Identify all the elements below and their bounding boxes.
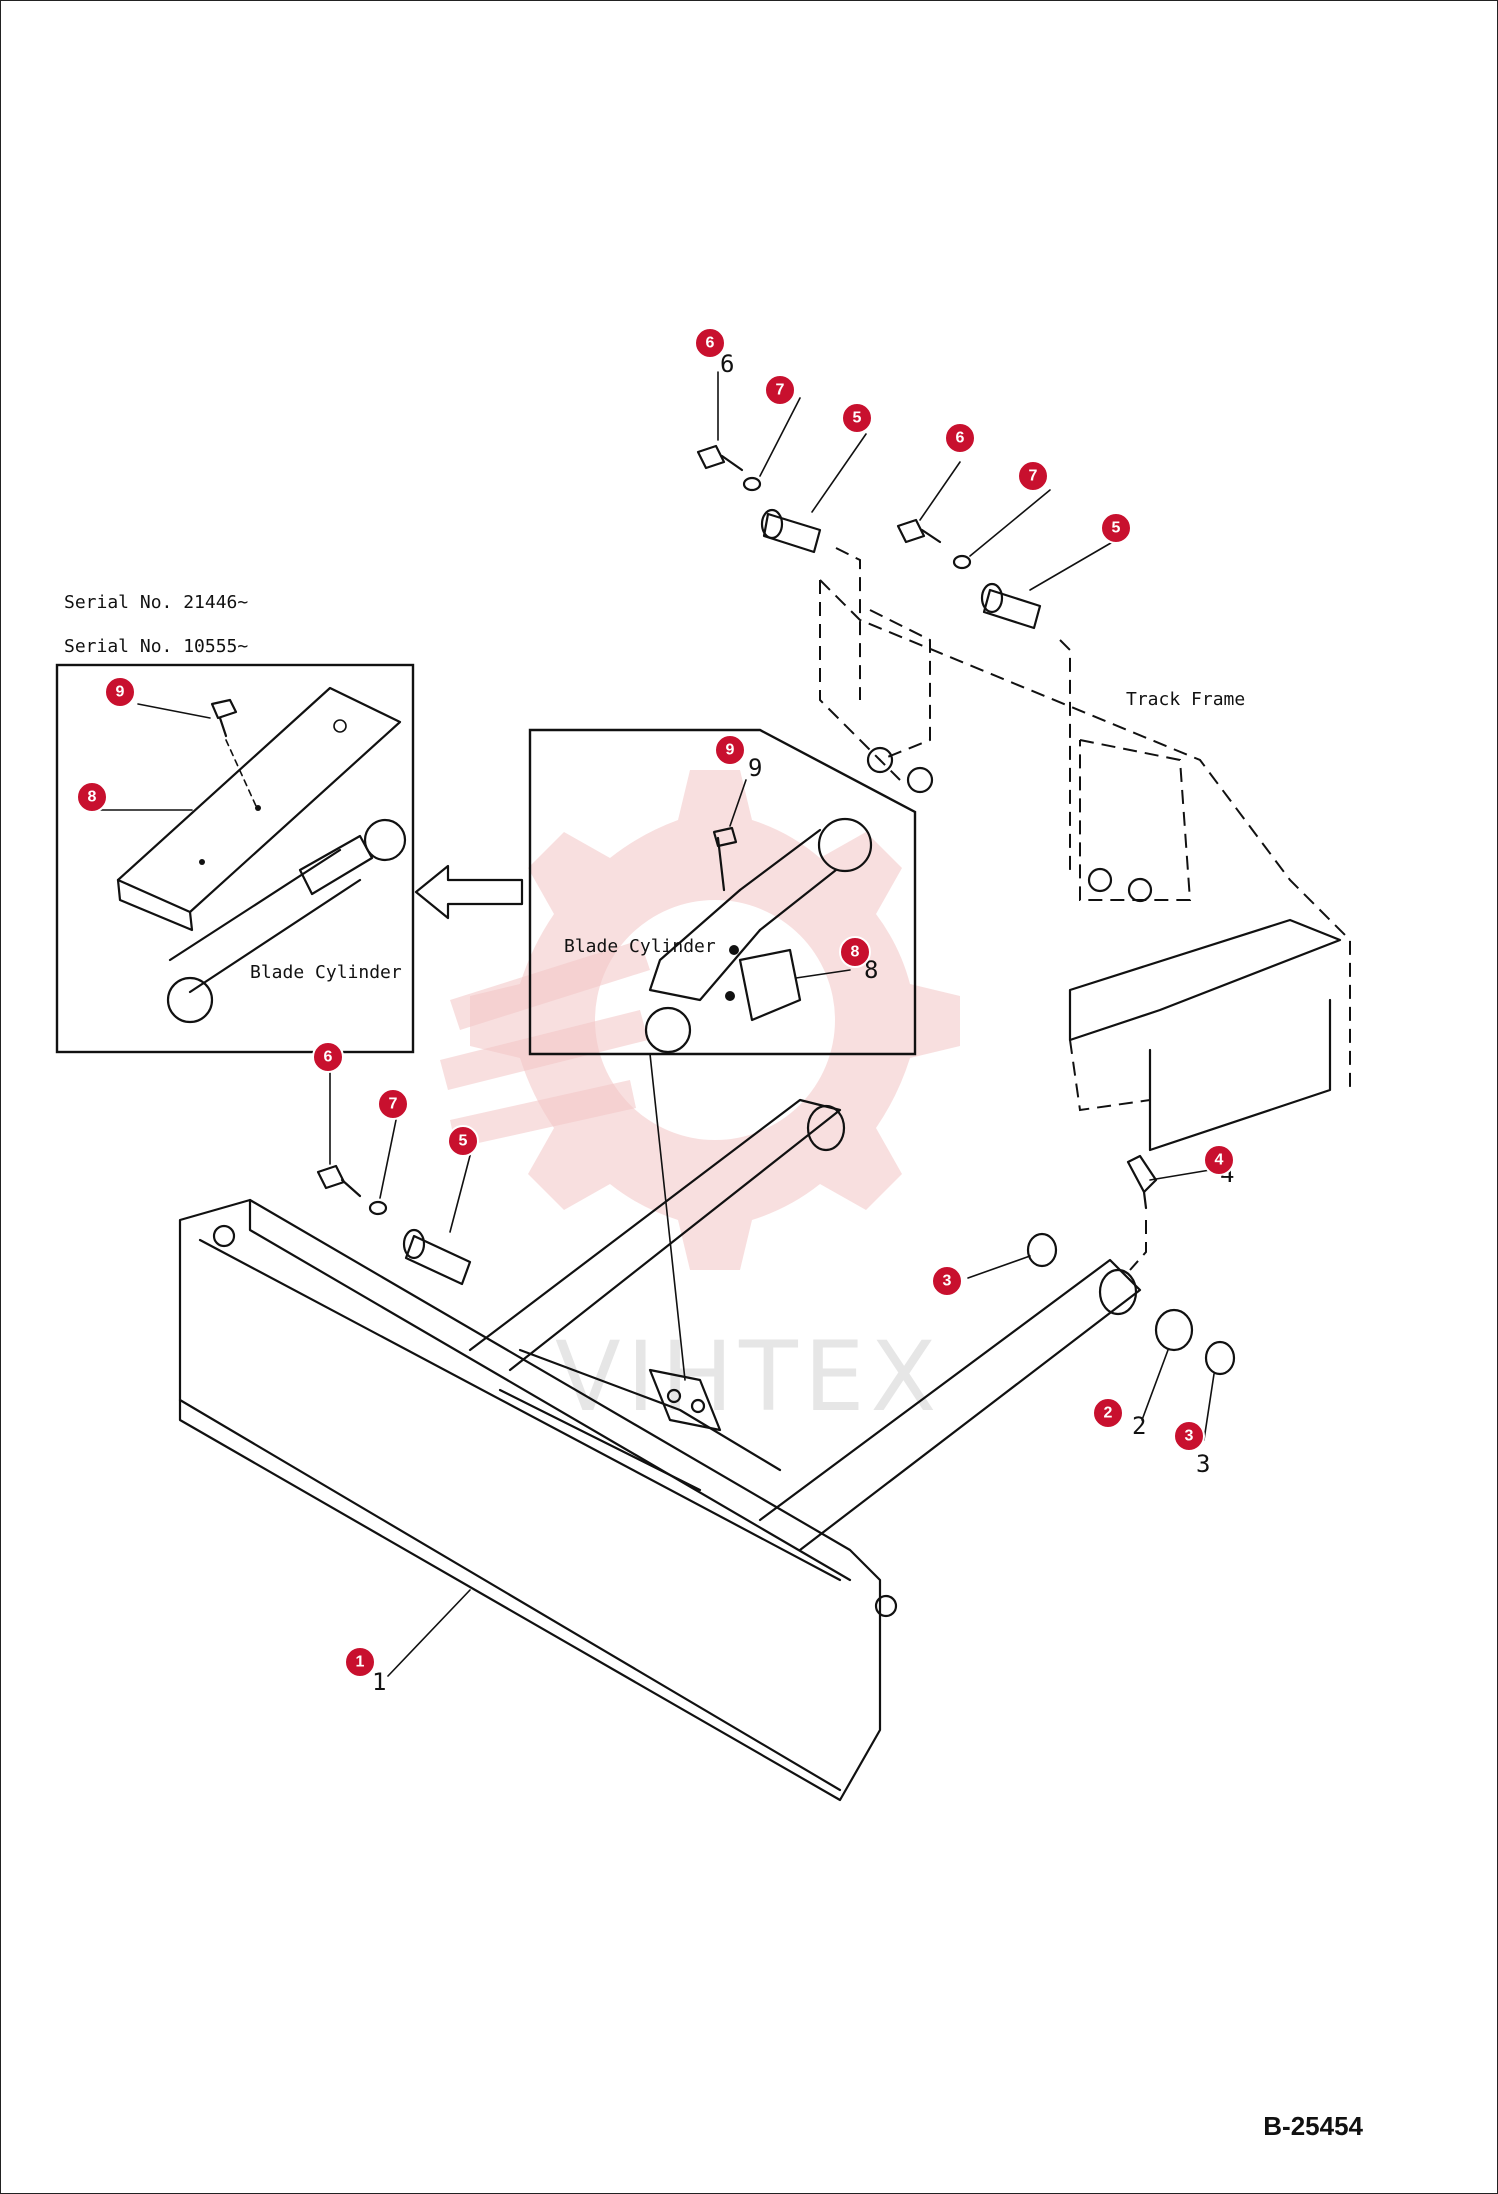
bushing <box>1154 1308 1194 1352</box>
svg-text:3: 3 <box>943 1273 952 1290</box>
fitting-guide <box>1129 1220 1147 1271</box>
callout-badge[interactable]: 5 <box>1100 512 1132 544</box>
seal-lower <box>1204 1340 1236 1376</box>
svg-text:3: 3 <box>1185 1428 1194 1445</box>
dozer-blade <box>178 1198 898 1802</box>
callout-badge[interactable]: 8 <box>839 936 871 968</box>
drawn-number-6: 6 <box>720 350 734 378</box>
blade-cylinder-detail-box <box>528 728 917 1056</box>
leader-7-lower <box>379 1119 397 1199</box>
figure-code: B-25454 <box>1263 2111 1363 2141</box>
top-pin-right <box>980 582 1042 630</box>
drawn-number-8: 8 <box>864 956 878 984</box>
leader-5-top-left <box>811 433 867 513</box>
serial-label-2: Serial No. 10555~ <box>64 636 248 657</box>
svg-text:6: 6 <box>706 335 715 352</box>
leader-6-top-right <box>919 461 961 521</box>
detail-blade-cylinder <box>644 817 873 1054</box>
seal-upper <box>1026 1232 1058 1268</box>
inset-blade-cylinder <box>166 818 407 1024</box>
watermark-gear-icon <box>440 770 960 1270</box>
detail-leader-8 <box>795 969 851 979</box>
drawn-number-9: 9 <box>748 754 762 782</box>
svg-text:4: 4 <box>1215 1152 1224 1169</box>
leader-5-top-right <box>1029 539 1117 591</box>
leader-7-top-right <box>969 489 1051 557</box>
detail-leader-9 <box>729 779 747 827</box>
grease-fitting <box>1126 1154 1158 1210</box>
lower-pin <box>402 1228 472 1286</box>
leader-3-upper <box>967 1255 1031 1279</box>
blade-cross-member <box>498 1348 782 1492</box>
top-pin-left-guide <box>835 547 861 700</box>
reference-arrow-icon <box>414 864 524 920</box>
callout-badge[interactable]: 4 <box>1203 1144 1235 1176</box>
inset-blade-cylinder-label: Blade Cylinder <box>250 962 402 983</box>
top-washer-right <box>952 554 972 570</box>
svg-text:7: 7 <box>776 382 785 399</box>
serial-variant-inset-box <box>55 663 415 1054</box>
callout-badge[interactable]: 5 <box>447 1125 479 1157</box>
callout-badge[interactable]: 2 <box>1092 1397 1124 1429</box>
callout-badge[interactable]: 9 <box>104 676 136 708</box>
svg-text:5: 5 <box>853 410 862 427</box>
callout-badge[interactable]: 3 <box>931 1265 963 1297</box>
watermark-text: VIHTEX <box>555 1321 942 1433</box>
callout-badge[interactable]: 7 <box>1017 460 1049 492</box>
svg-text:9: 9 <box>726 742 735 759</box>
callout-badge[interactable]: 6 <box>312 1041 344 1073</box>
svg-text:8: 8 <box>88 789 97 806</box>
leader-2 <box>1141 1349 1169 1421</box>
svg-text:6: 6 <box>956 430 965 447</box>
svg-text:5: 5 <box>1112 520 1121 537</box>
leader-7-top-left <box>759 397 801 477</box>
track-frame-label: Track Frame <box>1126 689 1245 710</box>
callout-badge[interactable]: 6 <box>944 422 976 454</box>
inset-leader-9 <box>137 703 211 719</box>
leader-4 <box>1149 1169 1211 1181</box>
callout-badge[interactable]: 8 <box>76 781 108 813</box>
detail-pointer-line <box>649 1053 686 1381</box>
svg-text:9: 9 <box>116 684 125 701</box>
callout-badge[interactable]: 9 <box>714 734 746 766</box>
blade-push-arm-right <box>758 1258 1142 1552</box>
drawn-number-2: 2 <box>1132 1412 1146 1440</box>
drawn-number-3: 3 <box>1196 1450 1210 1478</box>
callout-badge[interactable]: 5 <box>841 402 873 434</box>
callout-badge[interactable]: 7 <box>764 374 796 406</box>
svg-text:7: 7 <box>1029 468 1038 485</box>
svg-text:1: 1 <box>356 1654 365 1671</box>
leader-5-lower <box>449 1147 473 1233</box>
svg-text:6: 6 <box>324 1049 333 1066</box>
top-pin-right-guide <box>1059 639 1071 870</box>
svg-text:5: 5 <box>459 1133 468 1150</box>
svg-text:2: 2 <box>1104 1405 1113 1422</box>
drawn-number-1: 1 <box>372 1668 386 1696</box>
top-bolt-left <box>696 444 744 472</box>
serial-label-1: Serial No. 21446~ <box>64 592 248 613</box>
lower-bolt <box>316 1164 362 1198</box>
leader-3-lower <box>1203 1373 1215 1441</box>
svg-text:7: 7 <box>389 1096 398 1113</box>
top-washer-left <box>742 476 762 492</box>
callout-badge[interactable]: 3 <box>1173 1420 1205 1452</box>
callout-badge[interactable]: 1 <box>344 1646 376 1678</box>
lower-washer <box>368 1200 388 1216</box>
callout-badge[interactable]: 7 <box>377 1088 409 1120</box>
top-bolt-right <box>896 518 942 544</box>
callout-badge[interactable]: 6 <box>694 327 726 359</box>
track-frame-outline <box>819 579 1351 1152</box>
svg-text:8: 8 <box>851 944 860 961</box>
inset-cover-plate <box>116 686 402 932</box>
top-pin-left <box>760 508 822 554</box>
leader-1 <box>387 1589 471 1677</box>
blade-push-arm-left <box>468 1098 846 1372</box>
inset-bolt <box>210 698 257 807</box>
detail-blade-cylinder-label: Blade Cylinder <box>564 936 716 957</box>
